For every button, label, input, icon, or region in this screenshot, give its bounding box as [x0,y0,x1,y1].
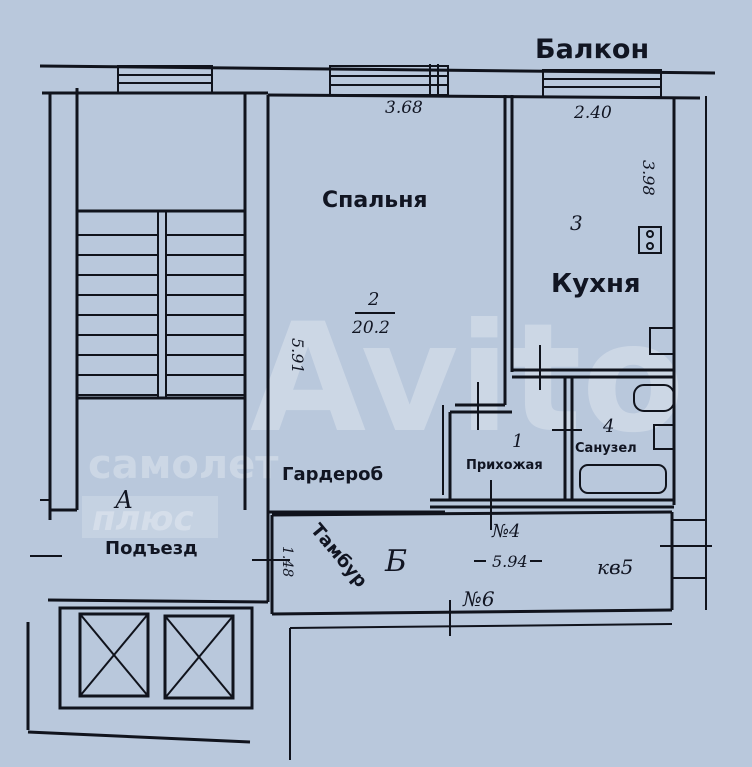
apartment-5-label: кв5 [597,555,633,579]
bathroom-number: 4 [602,416,614,437]
watermark-brand: Avito [250,292,685,466]
kitchen-length: 3.98 [639,160,658,196]
hallway-number: 1 [512,431,523,452]
toilet-icon [633,384,675,412]
hallway-label: Прихожая [466,458,543,473]
watermark: самолет плюс Avito [82,292,685,539]
walls [26,64,716,760]
bathtub-icon [579,464,667,494]
bathroom-label: Санузел [575,441,637,456]
balcony-label: Балкон [535,34,649,65]
washbasin-icon [653,424,675,450]
sink-icon [649,327,675,355]
bedroom-label: Спальня [322,188,428,213]
kitchen-number: 3 [570,211,583,235]
apartment-6-label: №6 [462,587,495,611]
stove-icon [638,226,662,254]
bedroom-length: 5.91 [288,338,307,374]
apartment-4-label: №4 [491,521,521,542]
watermark-line1: самолет [88,442,279,488]
bedroom-width: 3.68 [385,98,423,118]
bedroom-number: 2 [367,289,379,310]
kitchen-label: Кухня [551,269,641,299]
door-marks [449,345,582,636]
wardrobe-label: Гардероб [282,464,383,485]
vestibule-letter: Б [384,544,407,579]
fixtures [579,226,675,494]
vestibule-width: 1.48 [279,546,295,577]
entrance-letter: А [113,486,133,514]
vestibule-length: 5.94 [492,552,528,571]
staircase [77,209,245,400]
watermark-badge [82,496,218,538]
bedroom-area: 20.2 [351,318,390,338]
entrance-label: Подъезд [105,538,198,559]
kitchen-width: 2.40 [573,103,612,123]
watermark-line2: плюс [92,499,194,539]
